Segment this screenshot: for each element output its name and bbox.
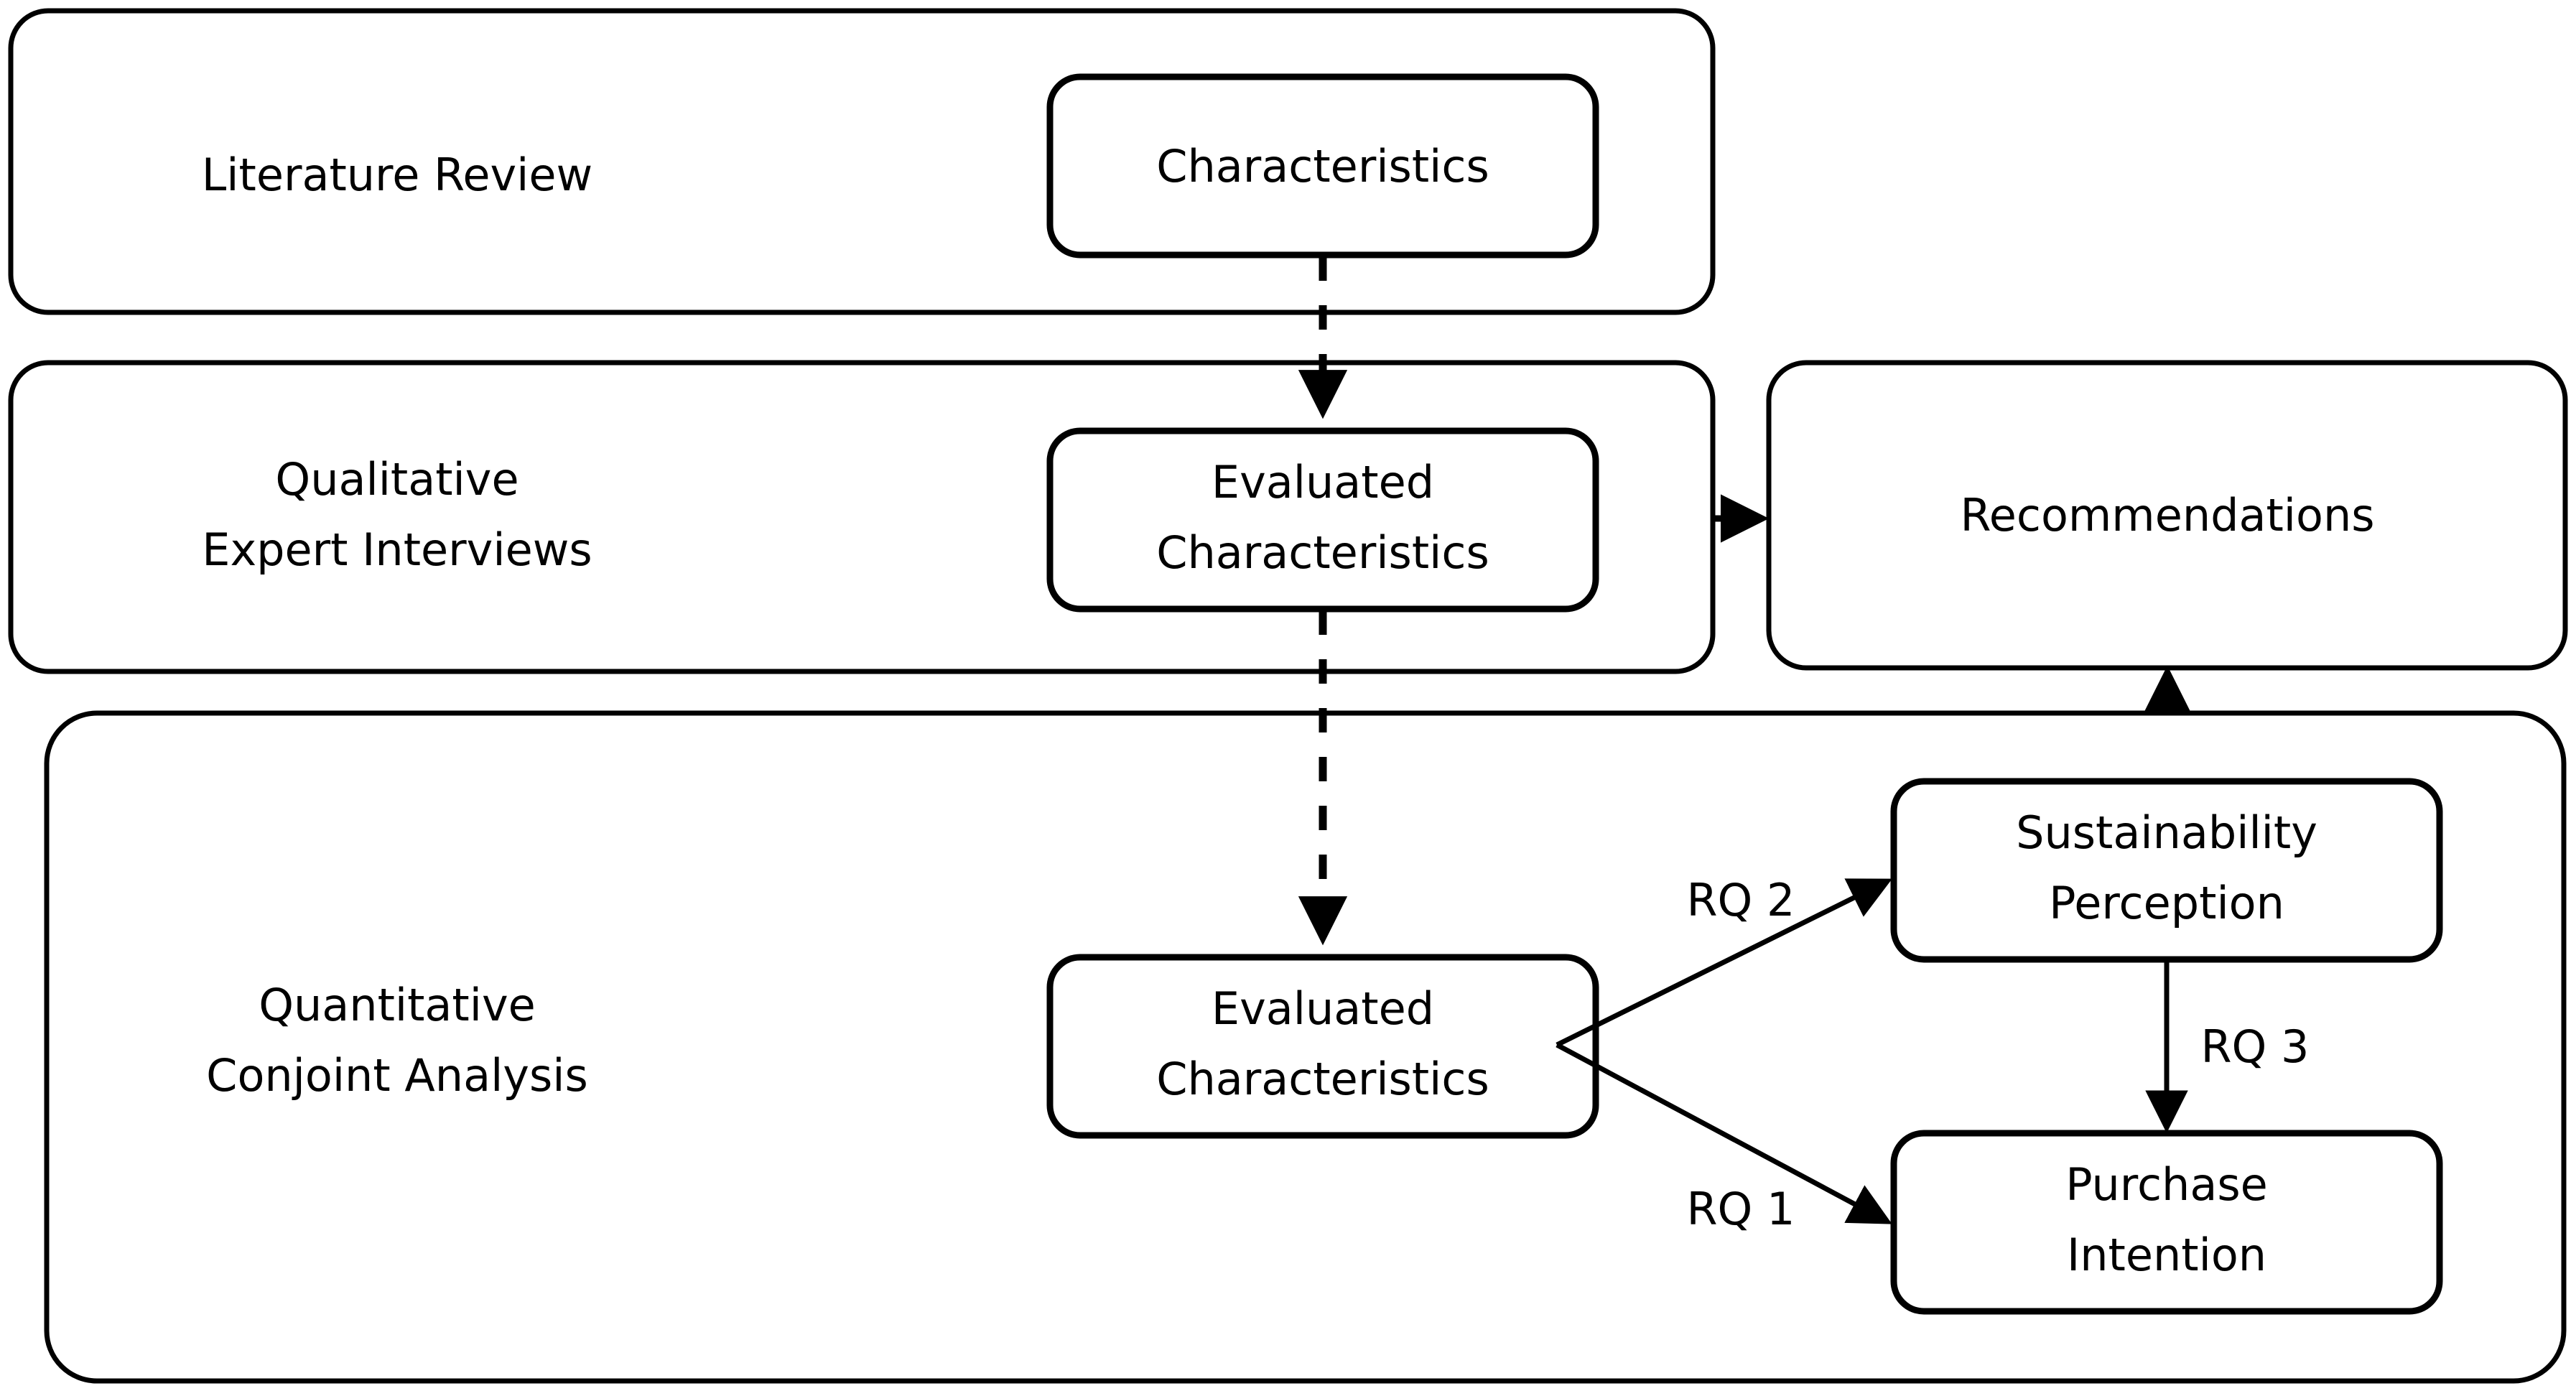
node-characteristics (1046, 73, 1599, 259)
edge-label-rq2: RQ 2 (1686, 874, 1795, 926)
node-label-eval-char-qual-line1: Evaluated (1212, 456, 1434, 508)
edge-rq2-to-sustainability-perception (1556, 878, 1892, 1048)
edge-label-rq1: RQ 1 (1686, 1183, 1795, 1235)
node-label-characteristics: Characteristics (1156, 140, 1489, 192)
node-sustainability-perception (1890, 778, 2443, 963)
node-label-purchase-intention-line1: Purchase (2065, 1158, 2268, 1211)
stage-label-quantitative-line1: Quantitative (259, 979, 536, 1031)
stage-label-qualitative-line1: Qualitative (275, 453, 519, 506)
node-evaluated-characteristics-quantitative (1046, 954, 1599, 1139)
edge-rq1-to-purchase-intention (1556, 1042, 1892, 1224)
node-label-eval-char-quant-line1: Evaluated (1212, 982, 1434, 1035)
stage-label-quantitative-line2: Conjoint Analysis (206, 1049, 588, 1102)
node-label-eval-char-qual-line2: Characteristics (1156, 526, 1489, 579)
node-purchase-intention (1890, 1130, 2443, 1315)
node-label-sustainability-perception-line1: Sustainability (2016, 806, 2317, 859)
node-label-sustainability-perception-line2: Perception (2049, 877, 2284, 929)
edge-label-rq3: RQ 3 (2200, 1020, 2309, 1073)
stage-label-qualitative-line2: Expert Interviews (202, 524, 592, 576)
stage-label-literature-review: Literature Review (202, 149, 593, 201)
node-label-recommendations: Recommendations (1960, 489, 2374, 541)
node-label-purchase-intention-line2: Intention (2067, 1229, 2266, 1281)
node-evaluated-characteristics-qualitative (1046, 427, 1599, 613)
node-label-eval-char-quant-line2: Characteristics (1156, 1053, 1489, 1105)
